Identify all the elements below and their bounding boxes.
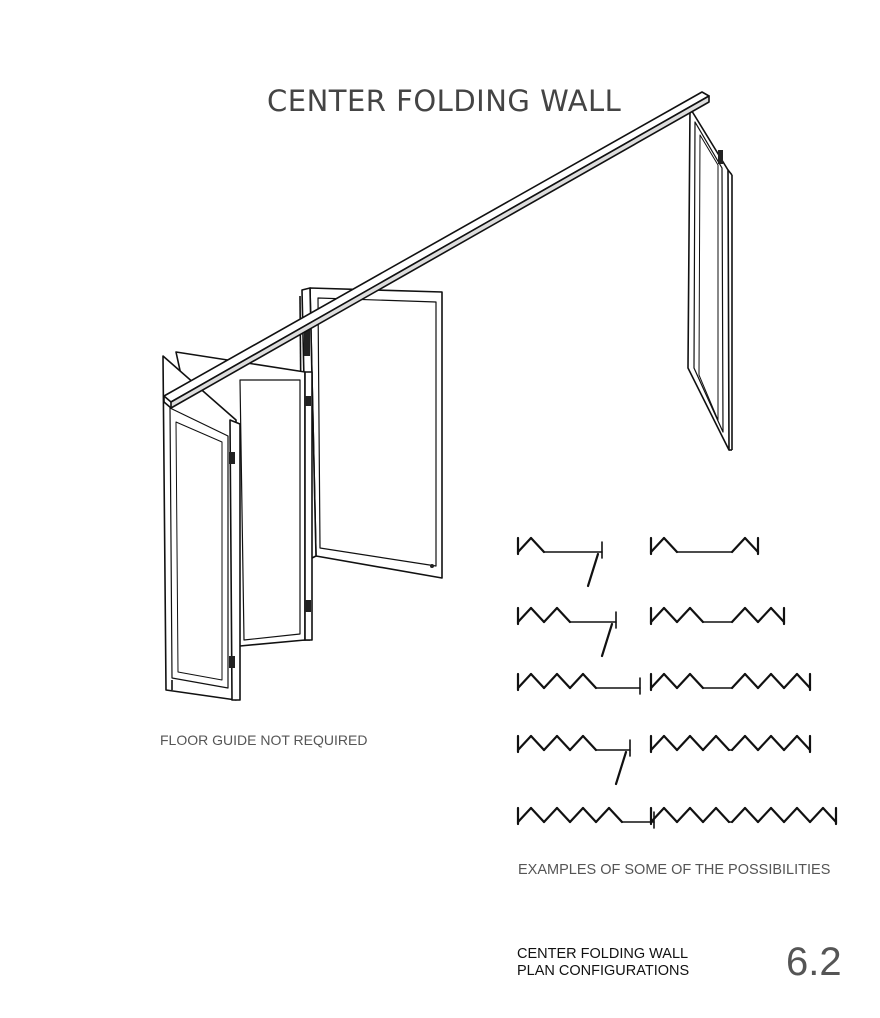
plan-config-left-5 <box>516 806 655 829</box>
plan-config-right-4 <box>649 734 812 754</box>
plan-config-right-3 <box>649 672 812 692</box>
plan-config-left-4 <box>516 734 631 786</box>
footer-line-2: PLAN CONFIGURATIONS <box>517 963 690 979</box>
footer-label: CENTER FOLDING WALL PLAN CONFIGURATIONS <box>517 946 689 980</box>
plan-config-right-5 <box>649 806 838 826</box>
plan-config-left-1 <box>516 536 603 588</box>
far-right-panel <box>687 107 733 451</box>
plan-config-left-2 <box>516 606 617 658</box>
plan-config-right-1 <box>649 536 760 556</box>
examples-caption: EXAMPLES OF SOME OF THE POSSIBILITIES <box>518 862 831 878</box>
overhead-track <box>163 91 710 409</box>
page-title: CENTER FOLDING WALL <box>267 84 622 118</box>
plan-config-left-3 <box>516 672 641 695</box>
plan-config-right-2 <box>649 606 786 626</box>
front-panel <box>162 355 241 701</box>
page-number: 6.2 <box>786 940 842 984</box>
floor-guide-caption: FLOOR GUIDE NOT REQUIRED <box>160 732 368 748</box>
footer-line-1: CENTER FOLDING WALL <box>517 946 689 962</box>
